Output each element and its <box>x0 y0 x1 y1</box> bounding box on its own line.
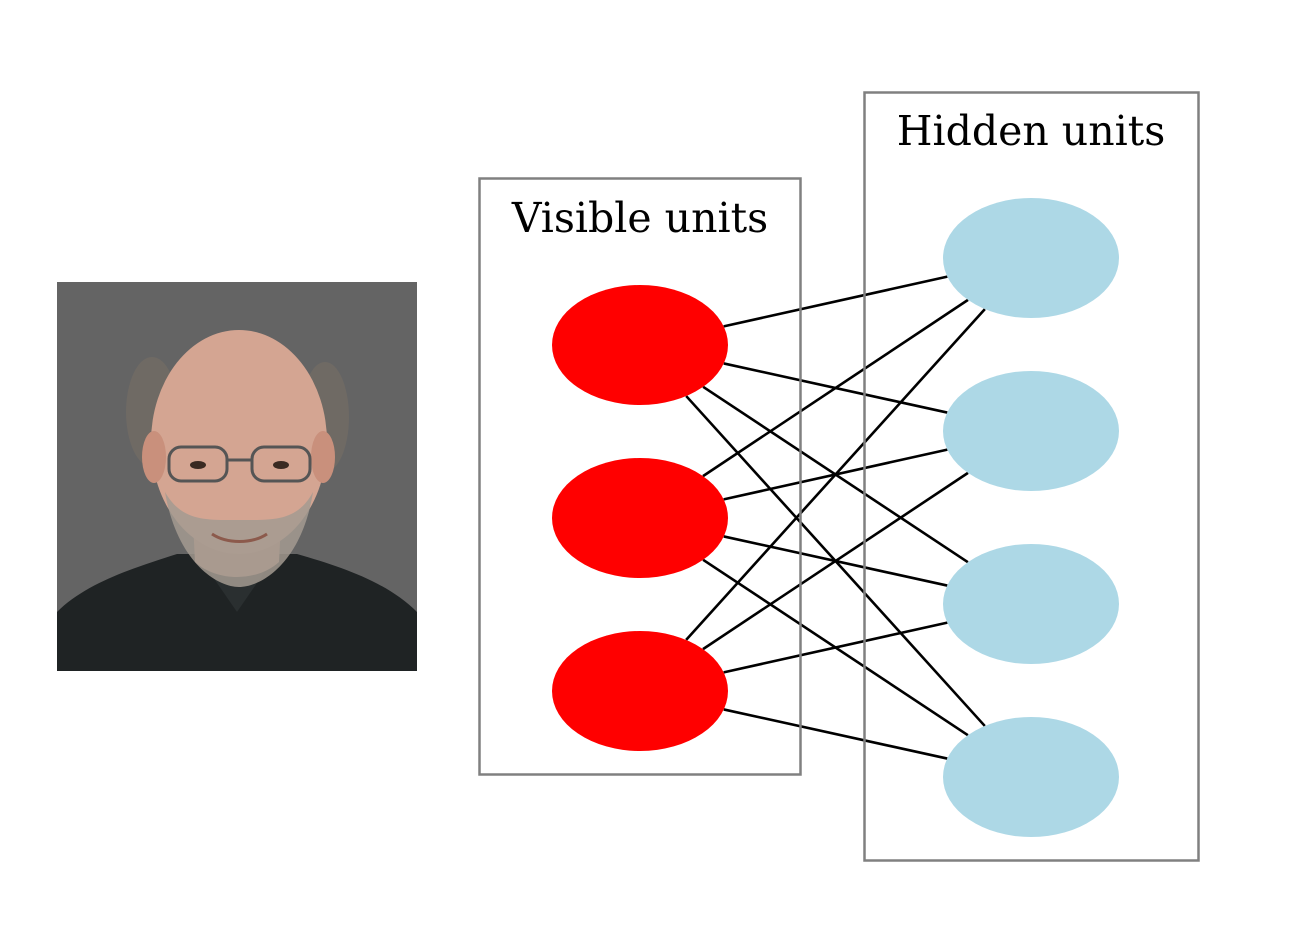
visible-unit-2 <box>552 458 728 578</box>
eye-right <box>273 461 289 469</box>
hidden-units-title: Hidden units <box>897 107 1166 155</box>
ear-left <box>142 431 166 483</box>
visible-units-box <box>478 177 802 776</box>
glasses-left-lens <box>167 445 229 483</box>
edge-v3-h4 <box>723 708 948 760</box>
glasses-right-lens <box>250 445 312 483</box>
eye-left <box>190 461 206 469</box>
hidden-units-box <box>863 91 1200 862</box>
edge-layer <box>685 275 986 760</box>
hidden-unit-4 <box>943 717 1119 837</box>
visible-unit-1 <box>552 285 728 405</box>
portrait-illustration <box>57 282 417 671</box>
portrait-photo <box>57 282 417 671</box>
beard <box>165 492 313 587</box>
hidden-unit-2 <box>943 371 1119 491</box>
edge-v3-h2 <box>702 471 969 651</box>
face <box>151 330 327 554</box>
edge-v3-h1 <box>685 308 986 641</box>
hidden-unit-3 <box>943 544 1119 664</box>
hidden-unit-1 <box>943 198 1119 318</box>
mouth <box>211 532 268 543</box>
visible-units-title: Visible units <box>511 194 768 242</box>
shirt <box>57 554 417 671</box>
visible-unit-3 <box>552 631 728 751</box>
ear-right <box>311 431 335 483</box>
edge-v2-h1 <box>702 298 969 478</box>
edge-v1-h1 <box>723 275 948 328</box>
node-layer <box>552 198 1119 837</box>
edge-v3-h3 <box>723 621 948 674</box>
